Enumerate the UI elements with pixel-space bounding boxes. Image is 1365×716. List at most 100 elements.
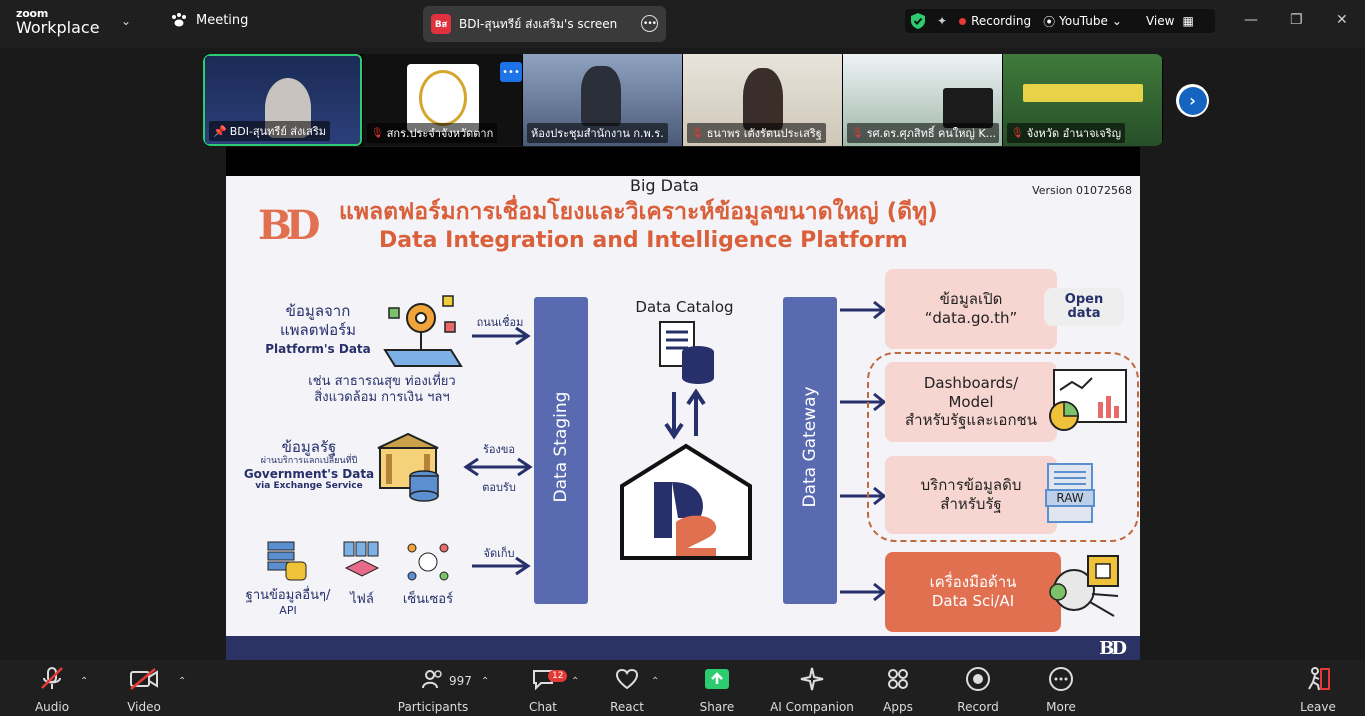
mic-muted-icon: 🎙	[371, 127, 384, 139]
pin-icon: 📌	[213, 124, 227, 138]
react-options-caret[interactable]: ⌃	[651, 676, 660, 687]
tile-menu-icon[interactable]: •••	[500, 62, 522, 82]
more-label: More	[1046, 700, 1076, 714]
platform-data-label: ข้อมูลจาก แพลตฟอร์ม Platform's Data	[265, 302, 371, 356]
grid-icon: ▦	[1182, 14, 1194, 28]
chevron-down-icon: ⌄	[1111, 14, 1122, 28]
chevron-down-icon[interactable]: ⌄	[121, 14, 132, 28]
video-label: Video	[127, 700, 161, 714]
arrow-right-icon	[840, 582, 887, 602]
arrow-label-response: ตอบรับ	[482, 481, 516, 494]
participant-tile[interactable]: 🎙รศ.ดร.ศุภสิทธิ์ คนใหญ่ K...	[843, 54, 1002, 146]
brand-name: Workplace	[16, 18, 100, 37]
arrow-label-request: ร้องขอ	[482, 443, 515, 456]
participant-tile[interactable]: 📌BDI-สุนทรีย์ ส่งเสริม	[203, 54, 362, 146]
participants-label: Participants	[397, 700, 469, 714]
more-options-icon[interactable]: •••	[641, 15, 658, 32]
data-gateway-bar: Data Gateway	[783, 297, 837, 604]
footer-logo: BD	[1099, 638, 1127, 659]
file-icon	[343, 541, 380, 577]
participant-tile[interactable]: ห้องประชุมสำนักงาน ก.พ.ร.	[523, 54, 682, 146]
dashed-group-outline	[867, 352, 1139, 542]
arrow-right-icon	[840, 300, 887, 320]
participants-button[interactable]: Participants	[393, 664, 473, 714]
data-staging-bar: Data Staging	[534, 297, 588, 604]
mic-muted-icon	[12, 664, 92, 694]
arrow-label-store: จัดเก็บ	[483, 547, 515, 560]
next-page-button[interactable]: ›	[1176, 84, 1209, 117]
bdi-logo: BD	[258, 202, 320, 249]
big-data-house-icon	[620, 443, 752, 560]
sparkle-icon	[766, 664, 858, 694]
participant-tile[interactable]: 🎙จังหวัด อำนาจเจริญ	[1003, 54, 1162, 146]
slide-title-th: แพลตฟอร์มการเชื่อมโยงและวิเคราะห์ข้อมูลข…	[339, 199, 938, 225]
data-catalog-icon	[659, 321, 714, 384]
government-data-label: ข้อมูลรัฐ ผ่านบริการแลกเปลี่ยนที่ปี Gove…	[243, 438, 375, 492]
apps-icon	[858, 664, 938, 694]
server-icon	[267, 541, 307, 581]
participant-figure	[581, 66, 621, 126]
leave-icon	[1278, 664, 1358, 694]
youtube-stream[interactable]: ⦿YouTube⌄	[1043, 13, 1122, 30]
raw-file-icon	[1045, 463, 1095, 523]
record-button[interactable]: Record	[938, 664, 1018, 714]
chat-unread-badge: 12	[548, 670, 568, 682]
video-options-caret[interactable]: ⌃	[178, 676, 187, 687]
recording-label: Recording	[971, 14, 1032, 28]
apps-label: Apps	[883, 700, 913, 714]
video-off-icon	[104, 664, 184, 694]
participants-icon	[393, 664, 473, 694]
mic-muted-icon: 🎙	[851, 127, 864, 139]
bidirectional-arrow-icon	[463, 457, 533, 477]
ai-companion-button[interactable]: AI Companion	[766, 664, 858, 714]
more-button[interactable]: More	[1021, 664, 1101, 714]
sparkle-icon[interactable]: ✦	[937, 14, 948, 28]
shield-check-icon[interactable]	[909, 12, 927, 30]
chat-label: Chat	[528, 700, 558, 714]
react-button[interactable]: React	[587, 664, 667, 714]
chevron-right-icon: ›	[1178, 86, 1207, 115]
participant-name: 🎙จังหวัด อำนาจเจริญ	[1007, 123, 1125, 143]
meeting-button[interactable]: Meeting	[170, 12, 248, 28]
audio-label: Audio	[34, 700, 70, 714]
slide-footer: BD	[226, 636, 1140, 660]
sync-arrows-icon	[664, 388, 706, 440]
record-dot-icon	[959, 17, 967, 25]
minimize-icon[interactable]: —	[1244, 12, 1258, 28]
presentation-slide: Version 01072568 BD แพลตฟอร์มการเชื่อมโย…	[226, 176, 1140, 660]
meeting-label: Meeting	[196, 12, 249, 28]
data-staging-label: Data Staging	[551, 391, 571, 503]
screen-share-tab[interactable]: Bส BDI-สุนทรีย์ ส่งเสริม's screen •••	[423, 6, 666, 42]
audio-button[interactable]: Audio	[12, 664, 92, 714]
brand-top: zoom	[16, 7, 49, 20]
participant-figure	[743, 68, 783, 130]
apps-button[interactable]: Apps	[858, 664, 938, 714]
data-catalog-label: Data Catalog	[635, 298, 734, 316]
share-screen-icon	[677, 664, 757, 694]
participant-tile[interactable]: 🎙สกร.ประจำจังหวัดตาก	[363, 54, 522, 146]
meeting-toolbar: Audio ⌃ Video ⌃ Participants 997 ⌃ Chat …	[0, 660, 1365, 716]
zoom-logo: zoom Workplace	[16, 8, 100, 36]
video-button[interactable]: Video	[104, 664, 184, 714]
close-icon[interactable]: ✕	[1336, 12, 1348, 28]
arrow-label-connect: ถนนเชื่อม	[476, 316, 524, 329]
share-button[interactable]: Share	[677, 664, 757, 714]
arrow-right-icon	[840, 392, 887, 412]
view-menu[interactable]: View▦	[1146, 14, 1194, 28]
chat-options-caret[interactable]: ⌃	[571, 676, 580, 687]
leave-button[interactable]: Leave	[1278, 664, 1358, 714]
emblem-logo	[407, 64, 479, 132]
platform-examples: เช่น สาธารณสุข ท่องเที่ยว สิ่งแวดล้อม กา…	[308, 374, 456, 406]
participant-figure	[943, 88, 993, 128]
audio-options-caret[interactable]: ⌃	[80, 676, 89, 687]
participants-options-caret[interactable]: ⌃	[481, 676, 490, 687]
dashboard-chart-icon	[1049, 369, 1127, 431]
restore-icon[interactable]: ❐	[1290, 12, 1303, 28]
arrow-right-icon	[472, 326, 531, 346]
chat-button[interactable]: Chat 12	[503, 664, 583, 714]
recording-indicator[interactable]: Recording	[959, 14, 1031, 28]
open-data-box: ข้อมูลเปิด “data.go.th”	[885, 269, 1057, 349]
ai-companion-label: AI Companion	[770, 700, 854, 714]
react-label: React	[610, 700, 644, 714]
participant-tile[interactable]: 🎙ธนาพร เตังรัตนประเสริฐ	[683, 54, 842, 146]
